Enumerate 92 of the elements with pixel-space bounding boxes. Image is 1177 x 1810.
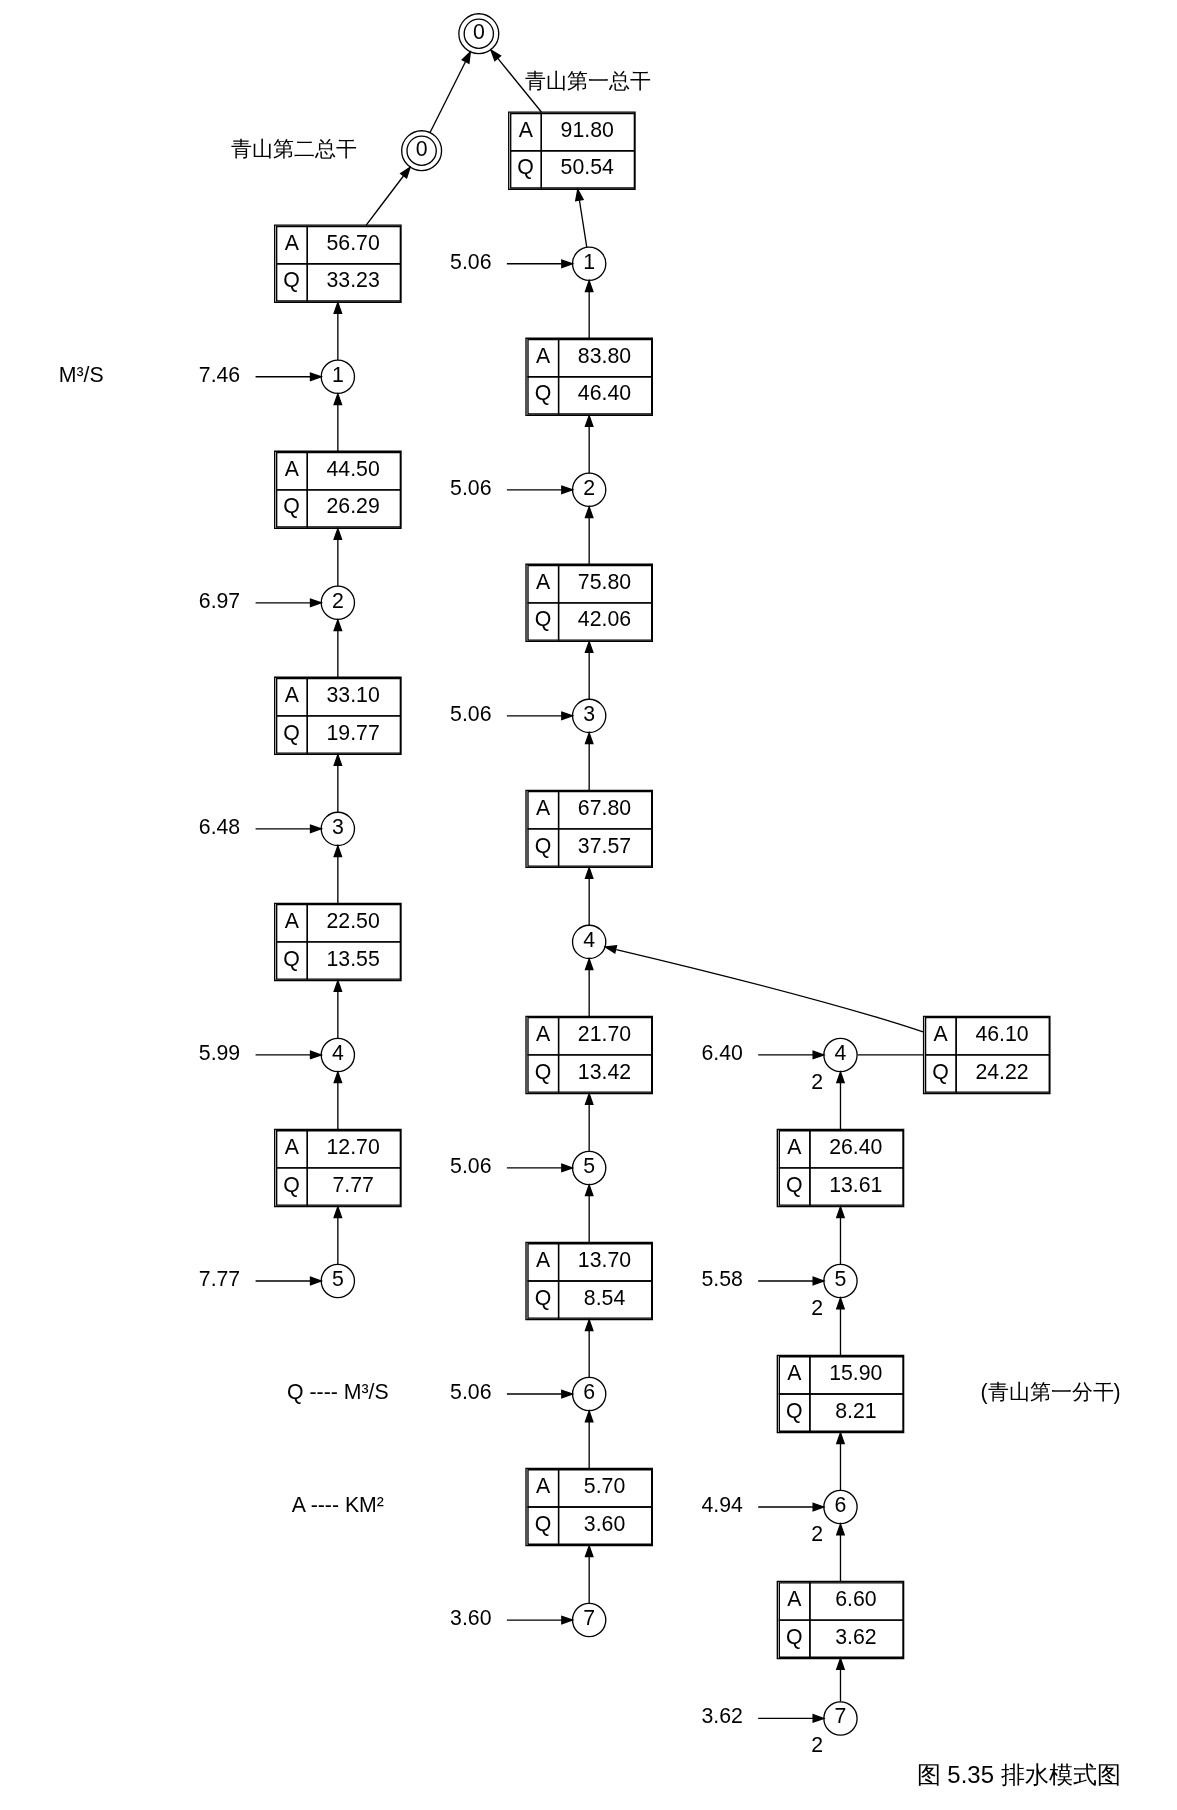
arrow bbox=[506, 711, 575, 721]
node-circle: 3 bbox=[571, 698, 607, 734]
arrow bbox=[584, 730, 594, 791]
connector bbox=[856, 1054, 924, 1056]
node-label: 2 bbox=[811, 1521, 824, 1546]
arrow bbox=[429, 50, 472, 134]
node-text: 3.62 bbox=[701, 1704, 743, 1729]
node-text: 5.99 bbox=[198, 1040, 241, 1065]
arrow bbox=[835, 1522, 846, 1582]
node-text: 7.77 bbox=[198, 1267, 241, 1292]
node-circle: 2 bbox=[571, 472, 607, 508]
arrow bbox=[757, 1050, 826, 1060]
arrow bbox=[584, 1317, 594, 1378]
arrow bbox=[584, 1091, 594, 1152]
node-text: 5.06 bbox=[450, 249, 492, 274]
arrow bbox=[757, 1713, 826, 1724]
arrow bbox=[574, 187, 588, 248]
node-circle: 5 bbox=[571, 1150, 607, 1186]
arrow bbox=[333, 391, 343, 452]
arrow bbox=[603, 945, 924, 1033]
node-circle: 6 bbox=[823, 1489, 858, 1525]
node-text: 7.46 bbox=[198, 362, 241, 387]
node-circle: 5 bbox=[320, 1263, 356, 1299]
node-text: 6.48 bbox=[198, 814, 241, 839]
arrow bbox=[584, 1183, 594, 1243]
arrow bbox=[506, 485, 575, 495]
arrow bbox=[254, 1050, 324, 1060]
node-circle: 7 bbox=[571, 1602, 607, 1638]
node-text: 3.60 bbox=[450, 1606, 492, 1631]
arrow bbox=[584, 504, 594, 565]
arrow bbox=[506, 259, 575, 269]
arrow bbox=[835, 1204, 846, 1265]
node-label: 2 bbox=[811, 1733, 824, 1758]
arrow bbox=[584, 1409, 594, 1469]
arrow bbox=[254, 1276, 324, 1286]
arrow bbox=[757, 1276, 826, 1286]
arrow bbox=[333, 843, 343, 904]
arrow bbox=[584, 1543, 594, 1605]
node-text: 6.40 bbox=[701, 1040, 743, 1065]
label: A ---- KM² bbox=[291, 1493, 384, 1518]
arrow bbox=[333, 300, 343, 361]
node-text: 4.94 bbox=[701, 1493, 743, 1518]
node-text: 5.06 bbox=[450, 701, 492, 726]
arrow bbox=[254, 372, 324, 382]
node-circle: 4 bbox=[571, 924, 607, 960]
arrow bbox=[584, 413, 594, 474]
node-text: 5.06 bbox=[450, 475, 492, 500]
node-text: 5.58 bbox=[701, 1267, 743, 1292]
node-circle: 1 bbox=[571, 246, 607, 282]
node-circle: 5 bbox=[823, 1263, 858, 1299]
node-circle: 0 bbox=[458, 13, 500, 55]
arrow bbox=[489, 48, 543, 113]
label: M³/S bbox=[58, 362, 104, 387]
node-circle: 7 bbox=[823, 1701, 858, 1736]
label: (青山第一分干) bbox=[980, 1380, 1121, 1405]
arrow bbox=[506, 1389, 575, 1399]
arrow bbox=[835, 1070, 846, 1130]
arrow bbox=[835, 1430, 846, 1491]
node-label: 青山第二总干 bbox=[230, 136, 357, 161]
arrow bbox=[333, 1204, 343, 1265]
arrow bbox=[584, 865, 594, 926]
node-circle: 3 bbox=[320, 811, 356, 847]
arrow bbox=[584, 957, 594, 1017]
arrow bbox=[365, 165, 412, 226]
node-circle: 1 bbox=[320, 359, 356, 395]
arrow bbox=[506, 1163, 575, 1173]
label: Q ---- M³/S bbox=[287, 1380, 389, 1405]
node-circle: 0 bbox=[401, 130, 443, 172]
arrow bbox=[254, 598, 324, 608]
arrow bbox=[333, 1070, 343, 1130]
arrow bbox=[757, 1502, 826, 1512]
node-circle: 4 bbox=[320, 1037, 356, 1073]
arrow bbox=[254, 824, 324, 834]
arrow bbox=[835, 1296, 846, 1356]
edge-label: 青山第一总干 bbox=[525, 68, 652, 93]
arrow bbox=[584, 639, 594, 700]
arrow bbox=[333, 752, 343, 813]
node-circle: 6 bbox=[571, 1376, 607, 1412]
arrow bbox=[506, 1615, 575, 1625]
arrow bbox=[584, 278, 594, 339]
arrow bbox=[333, 526, 343, 587]
arrow bbox=[835, 1656, 846, 1703]
node-circle: 2 bbox=[320, 585, 356, 621]
arrow bbox=[333, 617, 343, 678]
caption: 图 5.35 排水模式图 bbox=[916, 1761, 1121, 1789]
node-text: 5.06 bbox=[450, 1380, 492, 1405]
node-label: 2 bbox=[811, 1069, 824, 1094]
node-circle: 4 bbox=[823, 1037, 858, 1073]
arrow bbox=[333, 978, 343, 1039]
node-text: 5.06 bbox=[450, 1154, 492, 1178]
node-text: 6.97 bbox=[198, 588, 241, 613]
node-label: 2 bbox=[811, 1295, 824, 1320]
